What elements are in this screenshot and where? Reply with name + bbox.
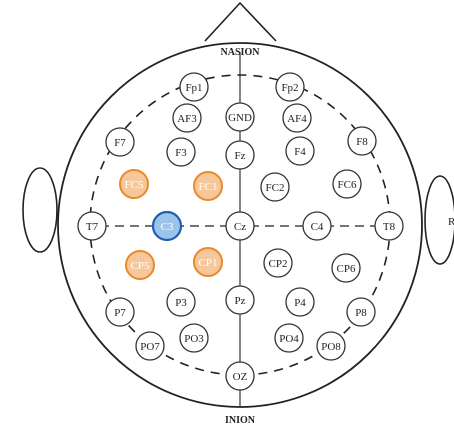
electrode-label: Fp1 (185, 82, 202, 94)
electrode-label: C3 (161, 221, 174, 233)
electrode-p7: P7 (106, 298, 134, 326)
electrode-label: PO8 (321, 341, 341, 353)
electrode-label: FC6 (338, 179, 357, 191)
electrode-fz: Fz (226, 141, 254, 169)
electrode-af4: AF4 (283, 104, 311, 132)
electrode-p4: P4 (286, 288, 314, 316)
electrode-po7: PO7 (136, 332, 164, 360)
electrode-label: T7 (86, 221, 99, 233)
electrode-p3: P3 (167, 288, 195, 316)
electrode-label: CP5 (131, 260, 150, 272)
electrode-label: GND (228, 112, 252, 124)
electrode-label: F8 (356, 136, 368, 148)
electrode-po3: PO3 (180, 324, 208, 352)
nose-outline (205, 3, 276, 41)
electrode-cp6: CP6 (332, 254, 360, 282)
electrode-t8: T8 (375, 212, 403, 240)
electrode-label: AF3 (177, 113, 197, 125)
electrode-label: C4 (311, 221, 324, 233)
electrode-fc1: FC1 (194, 172, 222, 200)
electrode-label: T8 (383, 221, 396, 233)
electrode-label: CP6 (337, 263, 356, 275)
electrode-oz: OZ (226, 362, 254, 390)
electrode-f4: F4 (286, 137, 314, 165)
electrode-label: AF4 (287, 113, 307, 125)
electrode-label: PO7 (140, 341, 160, 353)
electrode-f8: F8 (348, 127, 376, 155)
electrode-f3: F3 (167, 138, 195, 166)
electrode-label: CP1 (199, 257, 218, 269)
nasion-label: NASION (221, 47, 261, 58)
electrode-fp2: Fp2 (276, 73, 304, 101)
electrode-label: P4 (294, 297, 306, 309)
electrode-label: F3 (175, 147, 187, 159)
electrode-label: FC1 (199, 181, 218, 193)
electrode-label: Pz (235, 295, 246, 307)
electrode-fc2: FC2 (261, 173, 289, 201)
right-ear-label: R (448, 216, 454, 228)
electrode-label: CP2 (269, 258, 288, 270)
electrode-po8: PO8 (317, 332, 345, 360)
electrode-fp1: Fp1 (180, 73, 208, 101)
electrode-cp1: CP1 (194, 248, 222, 276)
inion-label: INION (225, 415, 256, 426)
electrode-label: FC2 (266, 182, 285, 194)
electrode-pz: Pz (226, 286, 254, 314)
electrode-label: OZ (233, 371, 248, 383)
electrode-cz: Cz (226, 212, 254, 240)
electrode-c3: C3 (153, 212, 181, 240)
left-ear-outline (23, 168, 57, 252)
electrode-p8: P8 (347, 298, 375, 326)
electrode-af3: AF3 (173, 104, 201, 132)
electrode-label: F7 (114, 137, 126, 149)
electrode-label: P8 (355, 307, 367, 319)
electrode-cp5: CP5 (126, 251, 154, 279)
electrode-f7: F7 (106, 128, 134, 156)
electrode-gnd: GND (226, 103, 254, 131)
electrode-fc6: FC6 (333, 170, 361, 198)
electrode-po4: PO4 (275, 324, 303, 352)
electrode-label: Fz (235, 150, 246, 162)
electrode-label: Cz (234, 221, 246, 233)
electrode-fc5: FC5 (120, 170, 148, 198)
electrode-c4: C4 (303, 212, 331, 240)
electrode-label: PO3 (184, 333, 204, 345)
electrode-label: P3 (175, 297, 187, 309)
electrode-label: F4 (294, 146, 306, 158)
electrode-label: FC5 (125, 179, 144, 191)
electrode-t7: T7 (78, 212, 106, 240)
electrode-label: PO4 (279, 333, 299, 345)
electrode-label: Fp2 (281, 82, 298, 94)
electrode-label: P7 (114, 307, 126, 319)
electrode-cp2: CP2 (264, 249, 292, 277)
